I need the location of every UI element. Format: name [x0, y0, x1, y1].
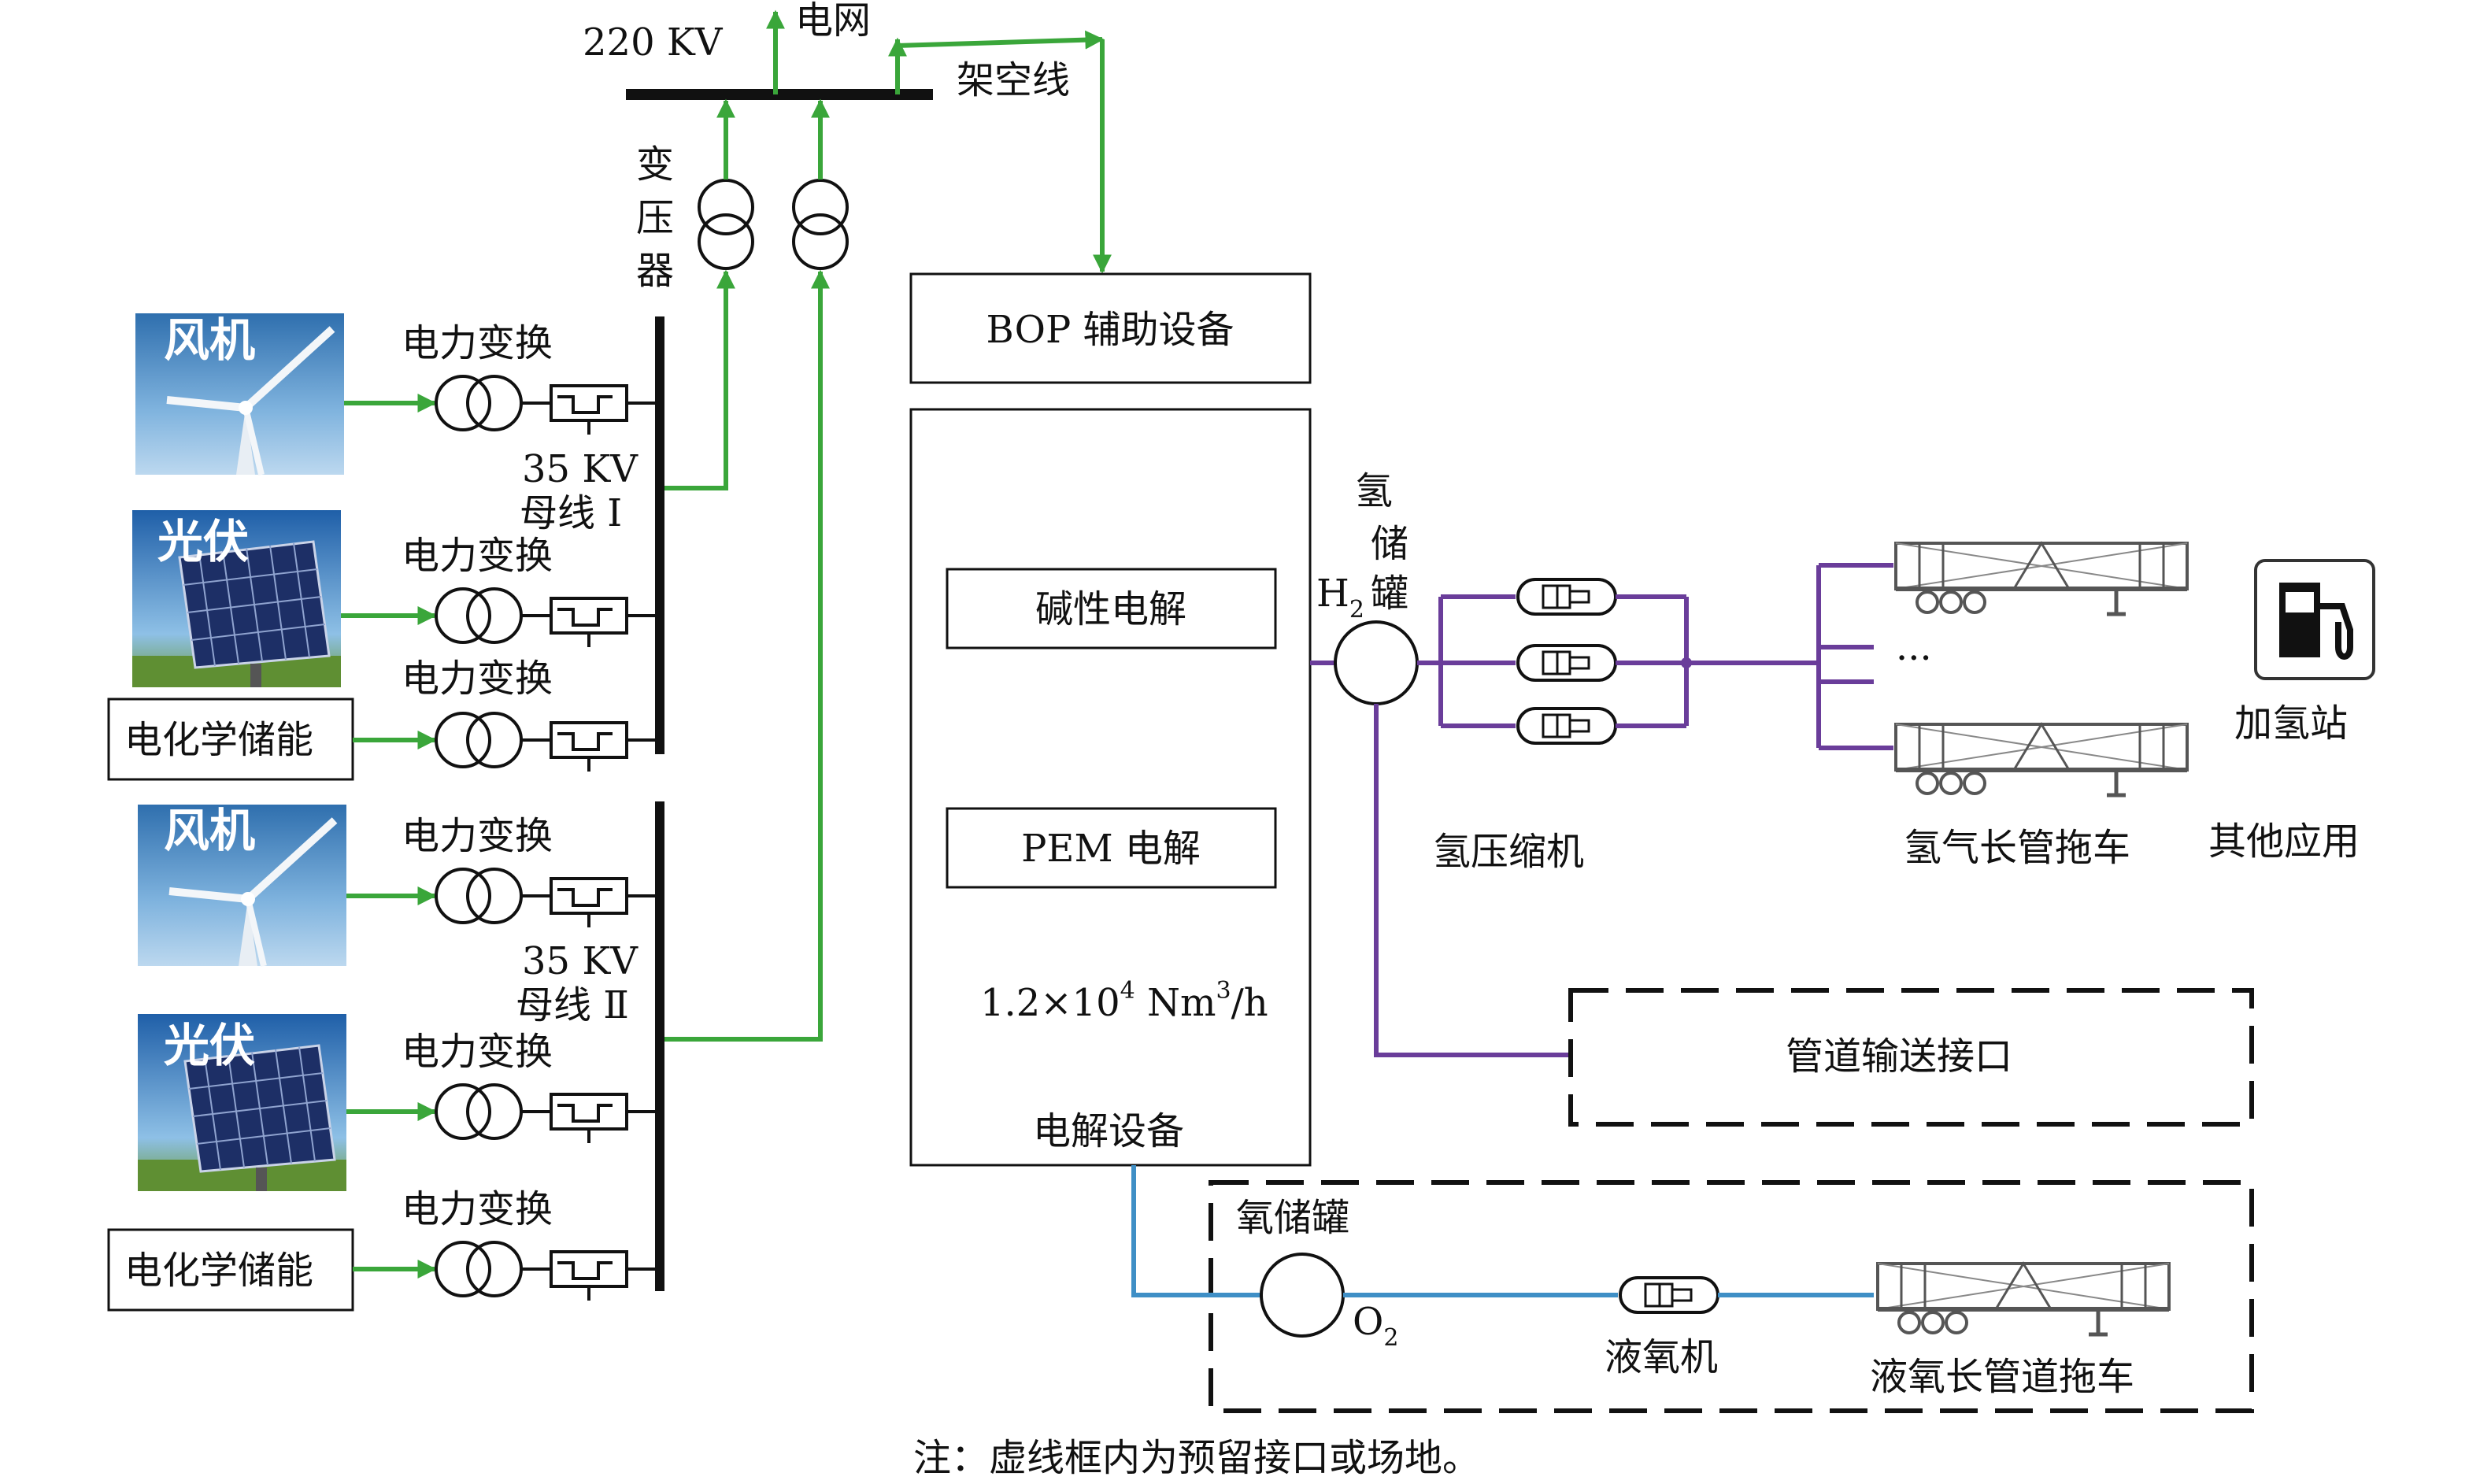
h2-tank — [1334, 620, 1419, 705]
converter-row-5 — [550, 1093, 628, 1145]
h2-tank-char-1: 氢 — [1355, 469, 1393, 513]
power-conversion-label-4: 电力变换 — [402, 814, 553, 858]
o2-tank — [1260, 1253, 1345, 1338]
converter-row-6 — [550, 1250, 628, 1302]
transformer-char-2: 压 — [636, 196, 674, 240]
h2-tank-char-3: 罐 — [1371, 572, 1408, 616]
h2-compressor-3 — [1516, 707, 1617, 745]
h2-trailer-2 — [1896, 724, 2187, 795]
hydrogen-station-label: 加氢站 — [2234, 701, 2348, 746]
converter-row-4 — [550, 877, 628, 929]
transformer-char-1: 变 — [636, 142, 674, 187]
pipeline-interface-box — [1568, 988, 2254, 1127]
power-conversion-label-5: 电力变换 — [402, 1030, 553, 1074]
source-solar-2-label: 光伏 — [164, 1019, 255, 1072]
o2-liquefier — [1619, 1276, 1719, 1314]
source-solar-1: 光伏 — [131, 509, 342, 689]
transformer-row-6 — [435, 1241, 523, 1297]
grid-voltage-label: 220 KV — [583, 20, 724, 65]
o2-line-1 — [1131, 1165, 1261, 1297]
source-wind-1: 风机 — [135, 313, 344, 475]
transformer-row-3 — [435, 712, 523, 768]
transformer-1-symbol — [698, 179, 754, 270]
converter-row-2 — [550, 597, 628, 649]
h2-junction — [1681, 657, 1692, 668]
source-wind-1-label: 风机 — [164, 313, 255, 367]
oxygen-reserved-box — [1209, 1180, 2254, 1413]
h2-compressor-2 — [1516, 644, 1617, 682]
source-solar-1-label: 光伏 — [157, 515, 249, 568]
bop-box — [909, 272, 1312, 384]
capacity-label: 1.2×104 Nm3/h — [980, 977, 1268, 1025]
transformer-2-symbol — [792, 179, 849, 270]
transformer-row-1 — [435, 375, 523, 431]
bop-label: BOP 辅助设备 — [986, 308, 1234, 352]
source-wind-2-label: 风机 — [164, 804, 255, 857]
power-conversion-label-2: 电力变换 — [402, 534, 553, 578]
o2-trailer-label: 液氧长管道拖车 — [1870, 1355, 2134, 1399]
converter-row-3 — [550, 721, 628, 773]
power-conversion-label-1: 电力变换 — [402, 321, 553, 365]
bus2-name-label: 母线 Ⅱ — [516, 983, 629, 1027]
transformer-row-5 — [435, 1083, 523, 1140]
h2-compressor-1 — [1516, 578, 1617, 616]
h2-manifold-left — [1417, 594, 1516, 728]
source-storage-1-label: 电化学储能 — [124, 718, 313, 762]
h2-manifold-right — [1616, 594, 1819, 728]
footnote: 注：虚线框内为预留接口或场地。 — [913, 1436, 1480, 1480]
grid-label: 电网 — [795, 0, 871, 43]
fuel-pump-icon — [2254, 559, 2375, 680]
h2-pipeline-line — [1374, 704, 1571, 1057]
power-conversion-label-6: 电力变换 — [402, 1187, 553, 1231]
converter-row-1 — [550, 384, 628, 436]
power-conversion-label-3: 电力变换 — [402, 657, 553, 701]
o2-tank-label: 氧储罐 — [1236, 1196, 1349, 1240]
source-storage-2-label: 电化学储能 — [124, 1249, 313, 1293]
alkaline-label: 碱性电解 — [1035, 587, 1186, 631]
line-overhead-top — [897, 30, 1105, 50]
source-solar-2: 光伏 — [136, 1012, 348, 1193]
o2-liquefier-label: 液氧机 — [1605, 1335, 1718, 1379]
pipeline-interface-label: 管道输送接口 — [1786, 1034, 2012, 1079]
source-wind-2: 风机 — [138, 804, 346, 966]
transformer-char-3: 器 — [636, 249, 674, 293]
pem-label: PEM 电解 — [1021, 827, 1201, 871]
pem-box — [946, 807, 1277, 889]
h2-tank-char-2: 储 — [1371, 522, 1408, 566]
electrolysis-title: 电解设备 — [1033, 1109, 1184, 1153]
h2-trailer-1 — [1896, 543, 2187, 614]
h2-trailer-ellipsis: ··· — [1896, 636, 1932, 680]
transformer-row-2 — [435, 587, 523, 644]
other-applications-label: 其他应用 — [2208, 820, 2360, 864]
transformer-row-4 — [435, 868, 523, 924]
o2-symbol: O2 — [1353, 1300, 1398, 1352]
source-storage-2-box — [107, 1228, 354, 1312]
bus1-kv-label: 35 KV — [522, 447, 639, 491]
overhead-line-label: 架空线 — [957, 58, 1070, 102]
alkaline-box — [946, 568, 1277, 649]
bus1-name-label: 母线 Ⅰ — [520, 491, 622, 535]
bus2-kv-label: 35 KV — [522, 939, 639, 983]
h2-distribution — [1816, 563, 1893, 750]
h2-trailer-label: 氢气长管拖车 — [1904, 826, 2130, 870]
o2-trailer — [1878, 1264, 2169, 1334]
h2-symbol: H2 — [1316, 572, 1364, 624]
line-bus2-to-t2 — [660, 269, 830, 1042]
h2-compressor-label: 氢压缩机 — [1433, 830, 1584, 874]
electrolysis-box — [909, 408, 1312, 1167]
line-bus1-to-t1 — [660, 269, 735, 490]
